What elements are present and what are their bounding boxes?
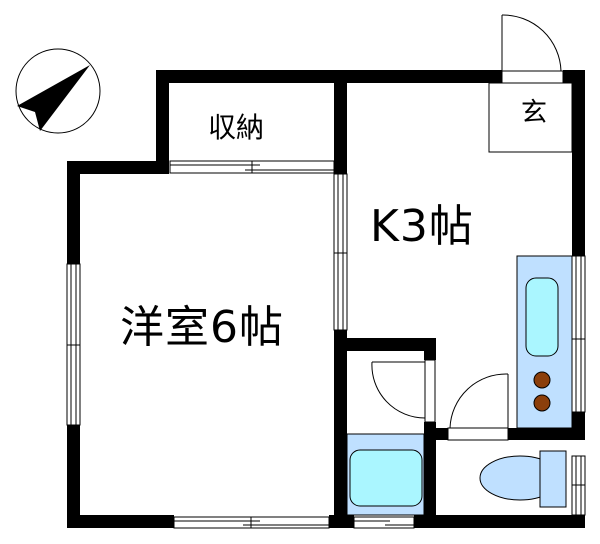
toilet-window[interactable] [571,455,586,516]
sink-icon [525,277,559,357]
toilet-tank-icon [539,450,567,508]
stove-burner-icon [533,394,551,412]
kitchen-label: K3帖 [370,201,474,252]
left-window[interactable] [66,263,81,426]
bottom-window[interactable] [173,516,330,529]
entrance-label: 玄 [521,98,548,128]
compass-icon [15,48,101,134]
exterior-walls [67,70,585,528]
western-room-label: 洋室6帖 [120,302,284,353]
storage-label: 収納 [208,111,265,144]
entrance-door[interactable] [501,14,564,84]
interior-sliding-door[interactable] [333,173,348,331]
stove-burner-icon [533,371,551,389]
toilet-door[interactable] [447,373,509,441]
toilet-fixture [479,450,567,508]
kitchen-counter [516,255,573,429]
bath-door[interactable] [371,359,436,423]
kitchen-window[interactable] [571,255,586,413]
interior-walls [334,70,585,528]
bathtub [346,433,425,516]
bath-window[interactable] [353,516,415,529]
storage-sliding-door[interactable] [169,160,335,174]
bathtub-basin-icon [349,449,423,507]
entrance-area [488,82,573,153]
